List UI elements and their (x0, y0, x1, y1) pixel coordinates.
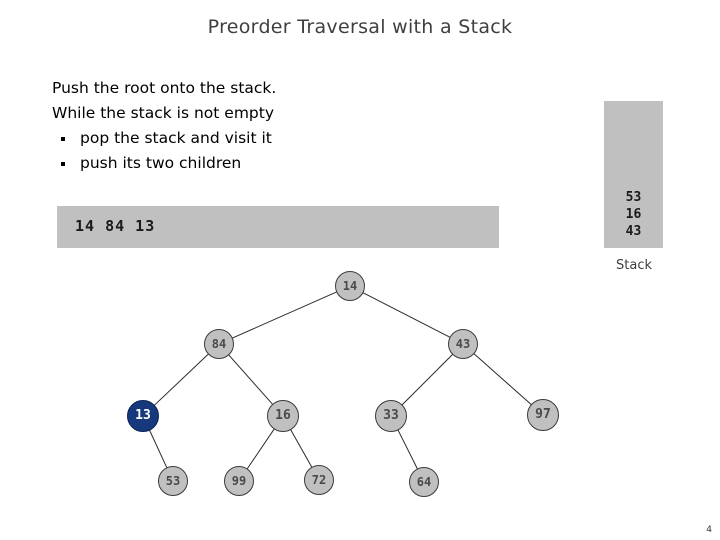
square-bullet-icon (61, 162, 65, 166)
stack-item: 53 (625, 190, 642, 205)
algorithm-line-1: Push the root onto the stack. (52, 79, 277, 97)
tree-node-97[interactable]: 97 (527, 399, 559, 431)
tree-node-99[interactable]: 99 (224, 466, 254, 496)
tree-node-label: 64 (416, 475, 432, 489)
tree-node-53[interactable]: 53 (158, 466, 188, 496)
tree-node-label: 16 (275, 408, 291, 423)
tree-node-64[interactable]: 64 (409, 467, 439, 497)
algorithm-line-2: While the stack is not empty (52, 104, 275, 122)
tree-node-label: 99 (231, 474, 247, 488)
tree-node-label: 53 (165, 474, 181, 488)
stack-item: 16 (625, 207, 642, 222)
tree-edge (397, 429, 419, 470)
tree-node-14[interactable]: 14 (335, 271, 365, 301)
algorithm-description: Push the root onto the stack. While the … (52, 76, 472, 176)
tree-edge (231, 291, 338, 339)
algorithm-bullet-1-label: pop the stack and visit it (80, 129, 272, 147)
tree-edge (362, 291, 451, 339)
tree-node-label: 13 (135, 408, 151, 423)
stack-item: 43 (625, 224, 642, 239)
algorithm-bullet-1: pop the stack and visit it (52, 126, 472, 151)
algorithm-bullet-2: push its two children (52, 151, 472, 176)
tree-node-label: 33 (383, 408, 399, 423)
output-bar: 14 84 13 (57, 206, 499, 248)
tree-node-label: 72 (311, 473, 327, 487)
tree-node-label: 14 (342, 279, 358, 293)
tree-node-label: 43 (455, 337, 471, 351)
tree-edge (153, 353, 210, 407)
tree-edge (289, 428, 313, 469)
page-number: 4 (706, 525, 712, 535)
tree-node-label: 97 (535, 407, 551, 422)
tree-node-16[interactable]: 16 (267, 400, 299, 432)
tree-node-72[interactable]: 72 (304, 465, 334, 495)
tree-node-13[interactable]: 13 (127, 400, 159, 432)
tree-node-84[interactable]: 84 (204, 329, 234, 359)
tree-edge (148, 429, 168, 469)
output-sequence: 14 84 13 (75, 217, 156, 235)
tree-edge (473, 352, 533, 406)
stack-panel: 53 16 43 (604, 101, 663, 248)
algorithm-bullet-2-label: push its two children (80, 154, 242, 172)
tree-node-33[interactable]: 33 (375, 400, 407, 432)
stack-label: Stack (616, 258, 652, 273)
square-bullet-icon (61, 137, 65, 141)
tree-edge (246, 428, 276, 470)
tree-node-43[interactable]: 43 (448, 329, 478, 359)
tree-edge (227, 354, 274, 406)
tree-node-label: 84 (211, 337, 227, 351)
stack-items: 53 16 43 (604, 189, 663, 240)
page-title: Preorder Traversal with a Stack (207, 16, 513, 38)
tree-edge (401, 353, 454, 406)
